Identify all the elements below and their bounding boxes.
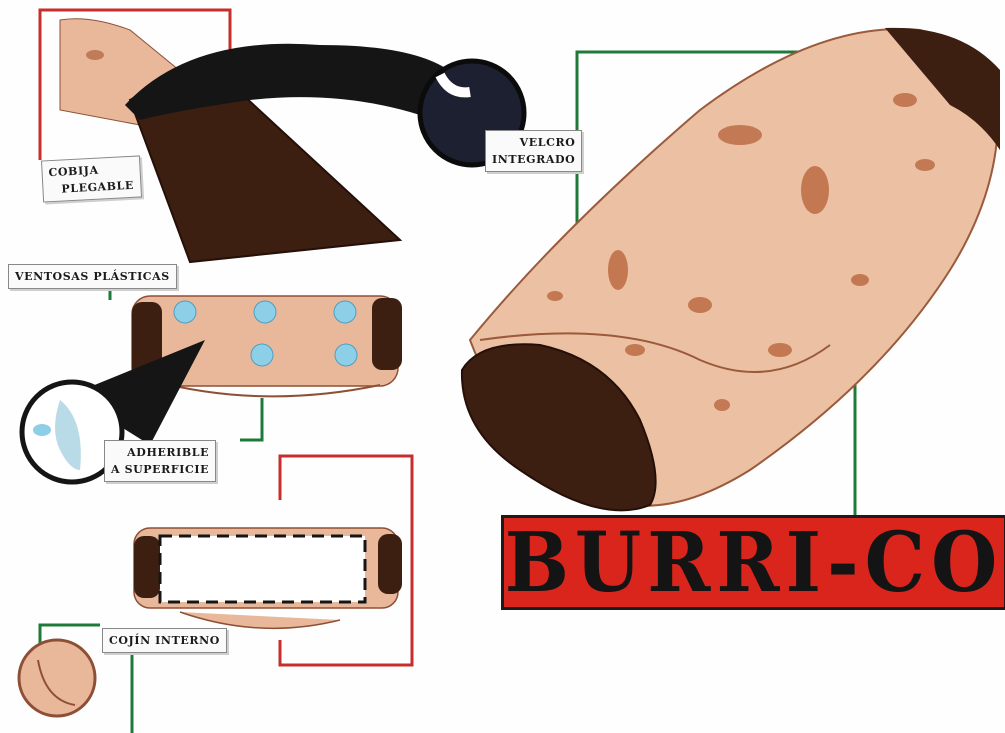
label-cojin-interno: COJÍN INTERNO <box>102 628 227 653</box>
label-cobija-line2: PLEGABLE <box>49 177 134 198</box>
label-ventosas-text: VENTOSAS PLÁSTICAS <box>15 268 170 285</box>
title-banner: BURRI-CO <box>501 515 1005 610</box>
folded-blanket-drawing <box>60 19 455 262</box>
label-ventosas-plasticas: VENTOSAS PLÁSTICAS <box>8 264 177 289</box>
label-velcro-line1: VELCRO <box>492 134 575 151</box>
burrito-main-drawing <box>462 28 1000 511</box>
label-velcro-line2: INTEGRADO <box>492 151 575 168</box>
label-adherible-line2: A SUPERFICIE <box>111 461 209 478</box>
label-adherible-line1: ADHERIBLE <box>111 444 209 461</box>
label-cojin-text: COJÍN INTERNO <box>109 632 220 649</box>
label-cobija-plegable: COBIJA PLEGABLE <box>41 155 142 202</box>
title-text: BURRI-CO <box>505 515 1004 610</box>
pillow-drawing <box>134 528 402 628</box>
label-adherible-superficie: ADHERIBLE A SUPERFICIE <box>104 440 216 482</box>
label-velcro-integrado: VELCRO INTEGRADO <box>485 130 582 172</box>
small-roll-drawing <box>19 640 95 716</box>
